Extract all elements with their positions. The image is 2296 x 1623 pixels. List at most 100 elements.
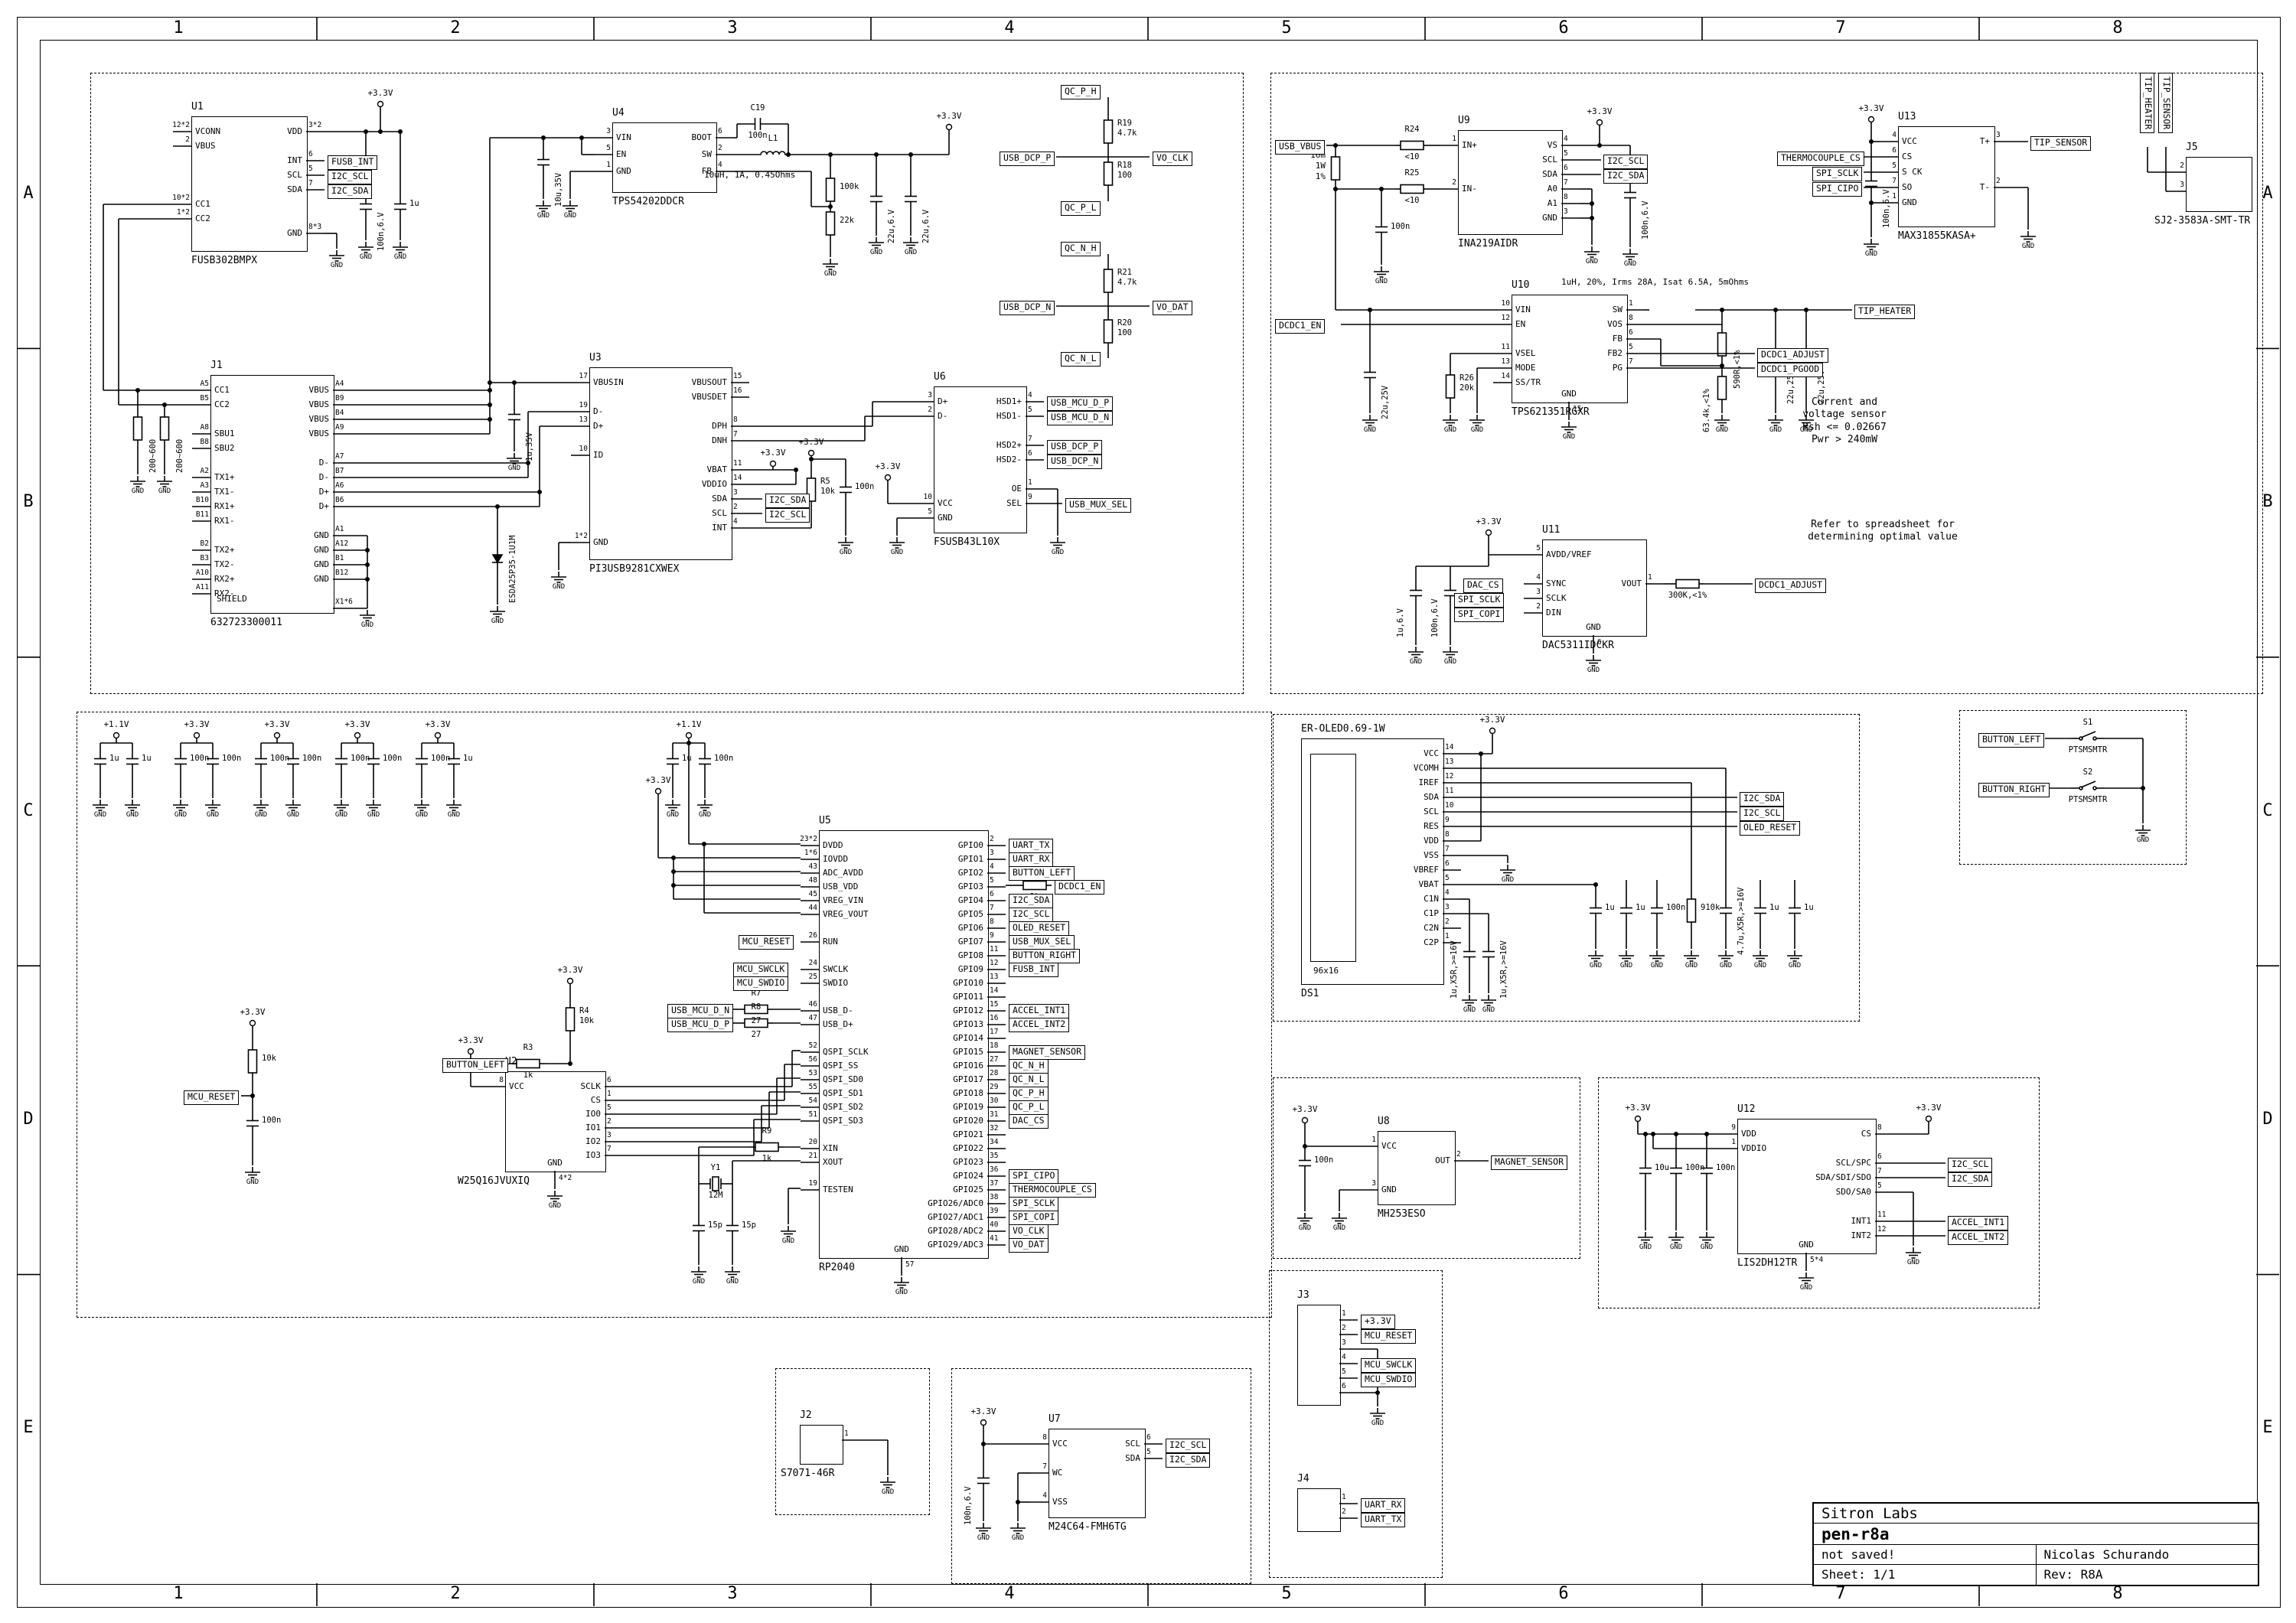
pin-name: GPIO5 bbox=[957, 909, 983, 919]
pin-number: 13 bbox=[990, 973, 999, 981]
net-label-spi_copi: SPI_COPI bbox=[1009, 1211, 1059, 1225]
pin-number: 6 bbox=[1445, 859, 1450, 868]
frame-inner-border bbox=[40, 40, 2258, 1585]
pin-number: 1*6 bbox=[804, 849, 817, 857]
pin-number: 2 bbox=[1342, 1324, 1346, 1332]
pin-name: HSD2- bbox=[996, 455, 1022, 464]
net-label-button_left: BUTTON_LEFT bbox=[1978, 733, 2045, 748]
power-flag-+3.3V: +3.3V bbox=[557, 965, 583, 975]
pin-number: 2 bbox=[1445, 917, 1450, 926]
pin-name: GPIO26/ADC0 bbox=[928, 1198, 983, 1208]
ground-symbol: GND bbox=[393, 253, 407, 261]
title-doc-name: pen-r8a bbox=[1814, 1524, 2258, 1545]
ground-symbol: GND bbox=[491, 618, 504, 625]
ground-symbol: GND bbox=[2021, 243, 2035, 250]
pin-number: 51 bbox=[808, 1110, 817, 1119]
pin-number: 7 bbox=[1877, 1167, 1882, 1175]
capacitor-C19: 100n bbox=[748, 131, 768, 140]
net-label-i2c_scl: I2C_SCL bbox=[1166, 1439, 1211, 1453]
pin-name: VREG_VIN bbox=[823, 895, 863, 905]
net-label-i2c_sda: I2C_SDA bbox=[1740, 792, 1785, 807]
component-value-U13: MAX31855KASA+ bbox=[1898, 230, 1976, 242]
net-label-i2c_scl: I2C_SCL bbox=[1603, 155, 1649, 169]
frame-col-label-bottom: 5 bbox=[1281, 1584, 1292, 1603]
pin-number: B8 bbox=[200, 438, 209, 446]
switch-S1: PTSMSMTR bbox=[2068, 745, 2108, 754]
component-U7 bbox=[1049, 1429, 1146, 1518]
pin-name: GND bbox=[287, 228, 302, 238]
capacitor: 100n bbox=[383, 754, 403, 763]
pin-number: 6 bbox=[607, 1076, 612, 1084]
net-label-button_left: BUTTON_LEFT bbox=[1009, 866, 1075, 881]
ground-symbol: GND bbox=[1443, 658, 1457, 666]
pin-name: VSS bbox=[1424, 850, 1439, 860]
pin-number: A6 bbox=[335, 481, 344, 490]
pin-name: IOVDD bbox=[823, 854, 849, 864]
pin-name: HSD2+ bbox=[996, 440, 1022, 450]
net-label-qc_p_h: QC_P_H bbox=[1061, 85, 1101, 99]
pin-name: VBUS bbox=[308, 399, 330, 409]
pin-name: VDD bbox=[287, 126, 302, 136]
resistor-R7: R7 bbox=[751, 989, 762, 998]
note-text: 1uH, 20%, Irms 28A, Isat 6.5A, 5mOhms bbox=[1561, 277, 1750, 287]
net-label-qc_n_l: QC_N_L bbox=[1009, 1073, 1049, 1087]
pin-number: 1 bbox=[844, 1429, 849, 1438]
pin-number: 53 bbox=[808, 1069, 817, 1077]
pin-number: 14 bbox=[990, 986, 999, 995]
pin-name: VBAT bbox=[706, 464, 728, 474]
capacitor: 100n,6.V bbox=[1430, 598, 1440, 637]
pin-name: GND bbox=[894, 1244, 909, 1254]
pin-number: 6 bbox=[990, 890, 994, 898]
pin-number: 8 bbox=[733, 416, 738, 424]
net-label-thermocouple_cs: THERMOCOUPLE_CS bbox=[1009, 1183, 1096, 1198]
pin-number: 52 bbox=[808, 1041, 817, 1050]
pin-name: GPIO22 bbox=[953, 1143, 983, 1153]
capacitor: 100n bbox=[1314, 1155, 1334, 1165]
component-U10 bbox=[1512, 295, 1628, 403]
pin-number: 6 bbox=[1564, 164, 1568, 172]
pin-number: B2 bbox=[200, 539, 209, 548]
pin-number: 1 bbox=[606, 161, 611, 169]
pin-number: 2 bbox=[733, 503, 738, 511]
pin-number: 1*2 bbox=[574, 532, 588, 540]
ground-symbol: GND bbox=[1719, 962, 1733, 970]
component-ref-U1: U1 bbox=[191, 101, 204, 112]
pin-number: 3*2 bbox=[308, 121, 322, 129]
power-flag-+3.3V: +3.3V bbox=[425, 719, 451, 729]
pin-number: 4 bbox=[1342, 1353, 1346, 1361]
pin-name: S CK bbox=[1902, 167, 1923, 177]
pin-name: VBUS bbox=[308, 429, 330, 438]
power-flag-+3.3V: +3.3V bbox=[1292, 1104, 1318, 1114]
capacitor: 1u bbox=[1769, 903, 1779, 912]
ground-symbol: GND bbox=[1443, 426, 1457, 434]
pin-number: 5 bbox=[1445, 874, 1450, 882]
component-value-U2: W25Q16JVUXIQ bbox=[458, 1175, 530, 1187]
crystal-Y1: 12M bbox=[708, 1191, 723, 1200]
capacitor-C19: C19 bbox=[750, 103, 765, 112]
pin-number: 28 bbox=[990, 1069, 999, 1077]
net-label-qc_p_l: QC_P_L bbox=[1009, 1100, 1049, 1115]
power-flag-+3.3V: +3.3V bbox=[760, 448, 786, 458]
pin-number: 27 bbox=[990, 1055, 999, 1064]
pin-name: D- bbox=[593, 406, 604, 416]
ground-symbol: GND bbox=[869, 249, 883, 256]
pin-number: 43 bbox=[808, 862, 817, 871]
net-label-mcu_swdio: MCU_SWDIO bbox=[1361, 1373, 1417, 1387]
pin-number: 5 bbox=[1028, 406, 1032, 414]
pin-number: A2 bbox=[200, 467, 209, 475]
pin-name: IO1 bbox=[585, 1123, 601, 1133]
pin-number: 41 bbox=[990, 1234, 999, 1243]
pin-name: SCLK bbox=[1546, 593, 1567, 603]
power-flag-+3.3V: +3.3V bbox=[1625, 1103, 1651, 1113]
net-label-qc_n_h: QC_N_H bbox=[1061, 242, 1101, 256]
power-flag-+1.1V: +1.1V bbox=[103, 719, 129, 729]
frame-col-label-bottom: 7 bbox=[1835, 1584, 1846, 1603]
frame-outer-border bbox=[17, 17, 2281, 1608]
power-flag-+3.3V: +3.3V bbox=[367, 88, 393, 98]
frame-row-label-right: B bbox=[2262, 492, 2273, 512]
capacitor: 100n,6.V bbox=[1882, 189, 1891, 228]
pin-name: IN+ bbox=[1462, 140, 1477, 150]
net-label-i2c_sda: I2C_SDA bbox=[328, 184, 373, 199]
net-label-spi_sclk: SPI_SCLK bbox=[1009, 1197, 1059, 1211]
pin-number: 40 bbox=[990, 1221, 999, 1229]
